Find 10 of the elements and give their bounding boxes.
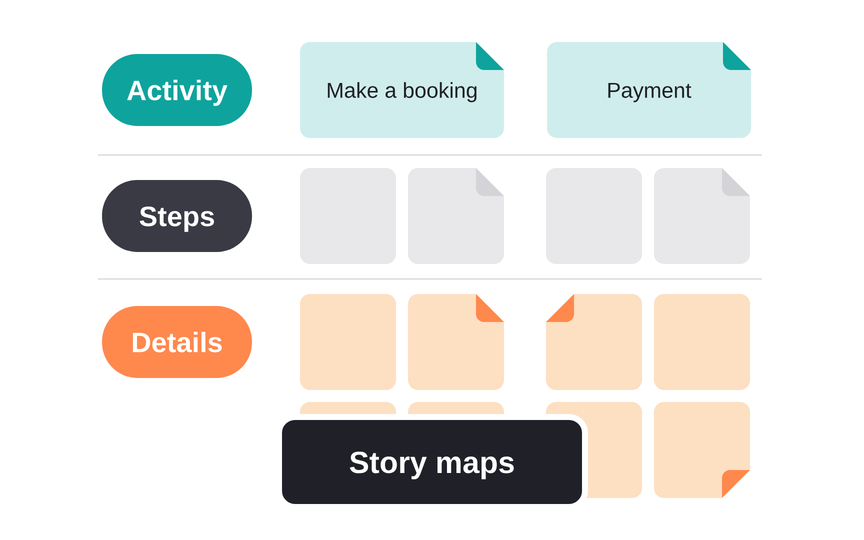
note-card: [300, 294, 396, 390]
title-box: Story maps: [276, 414, 588, 510]
note-card: Payment: [547, 42, 751, 138]
pill-label: Steps: [102, 180, 252, 252]
note-card: Make a booking: [300, 42, 504, 138]
pill-label: Activity: [102, 54, 252, 126]
note-card: [300, 402, 396, 416]
note-card: [654, 294, 750, 390]
note-card: [408, 402, 504, 416]
pill-label: Details: [102, 306, 252, 378]
